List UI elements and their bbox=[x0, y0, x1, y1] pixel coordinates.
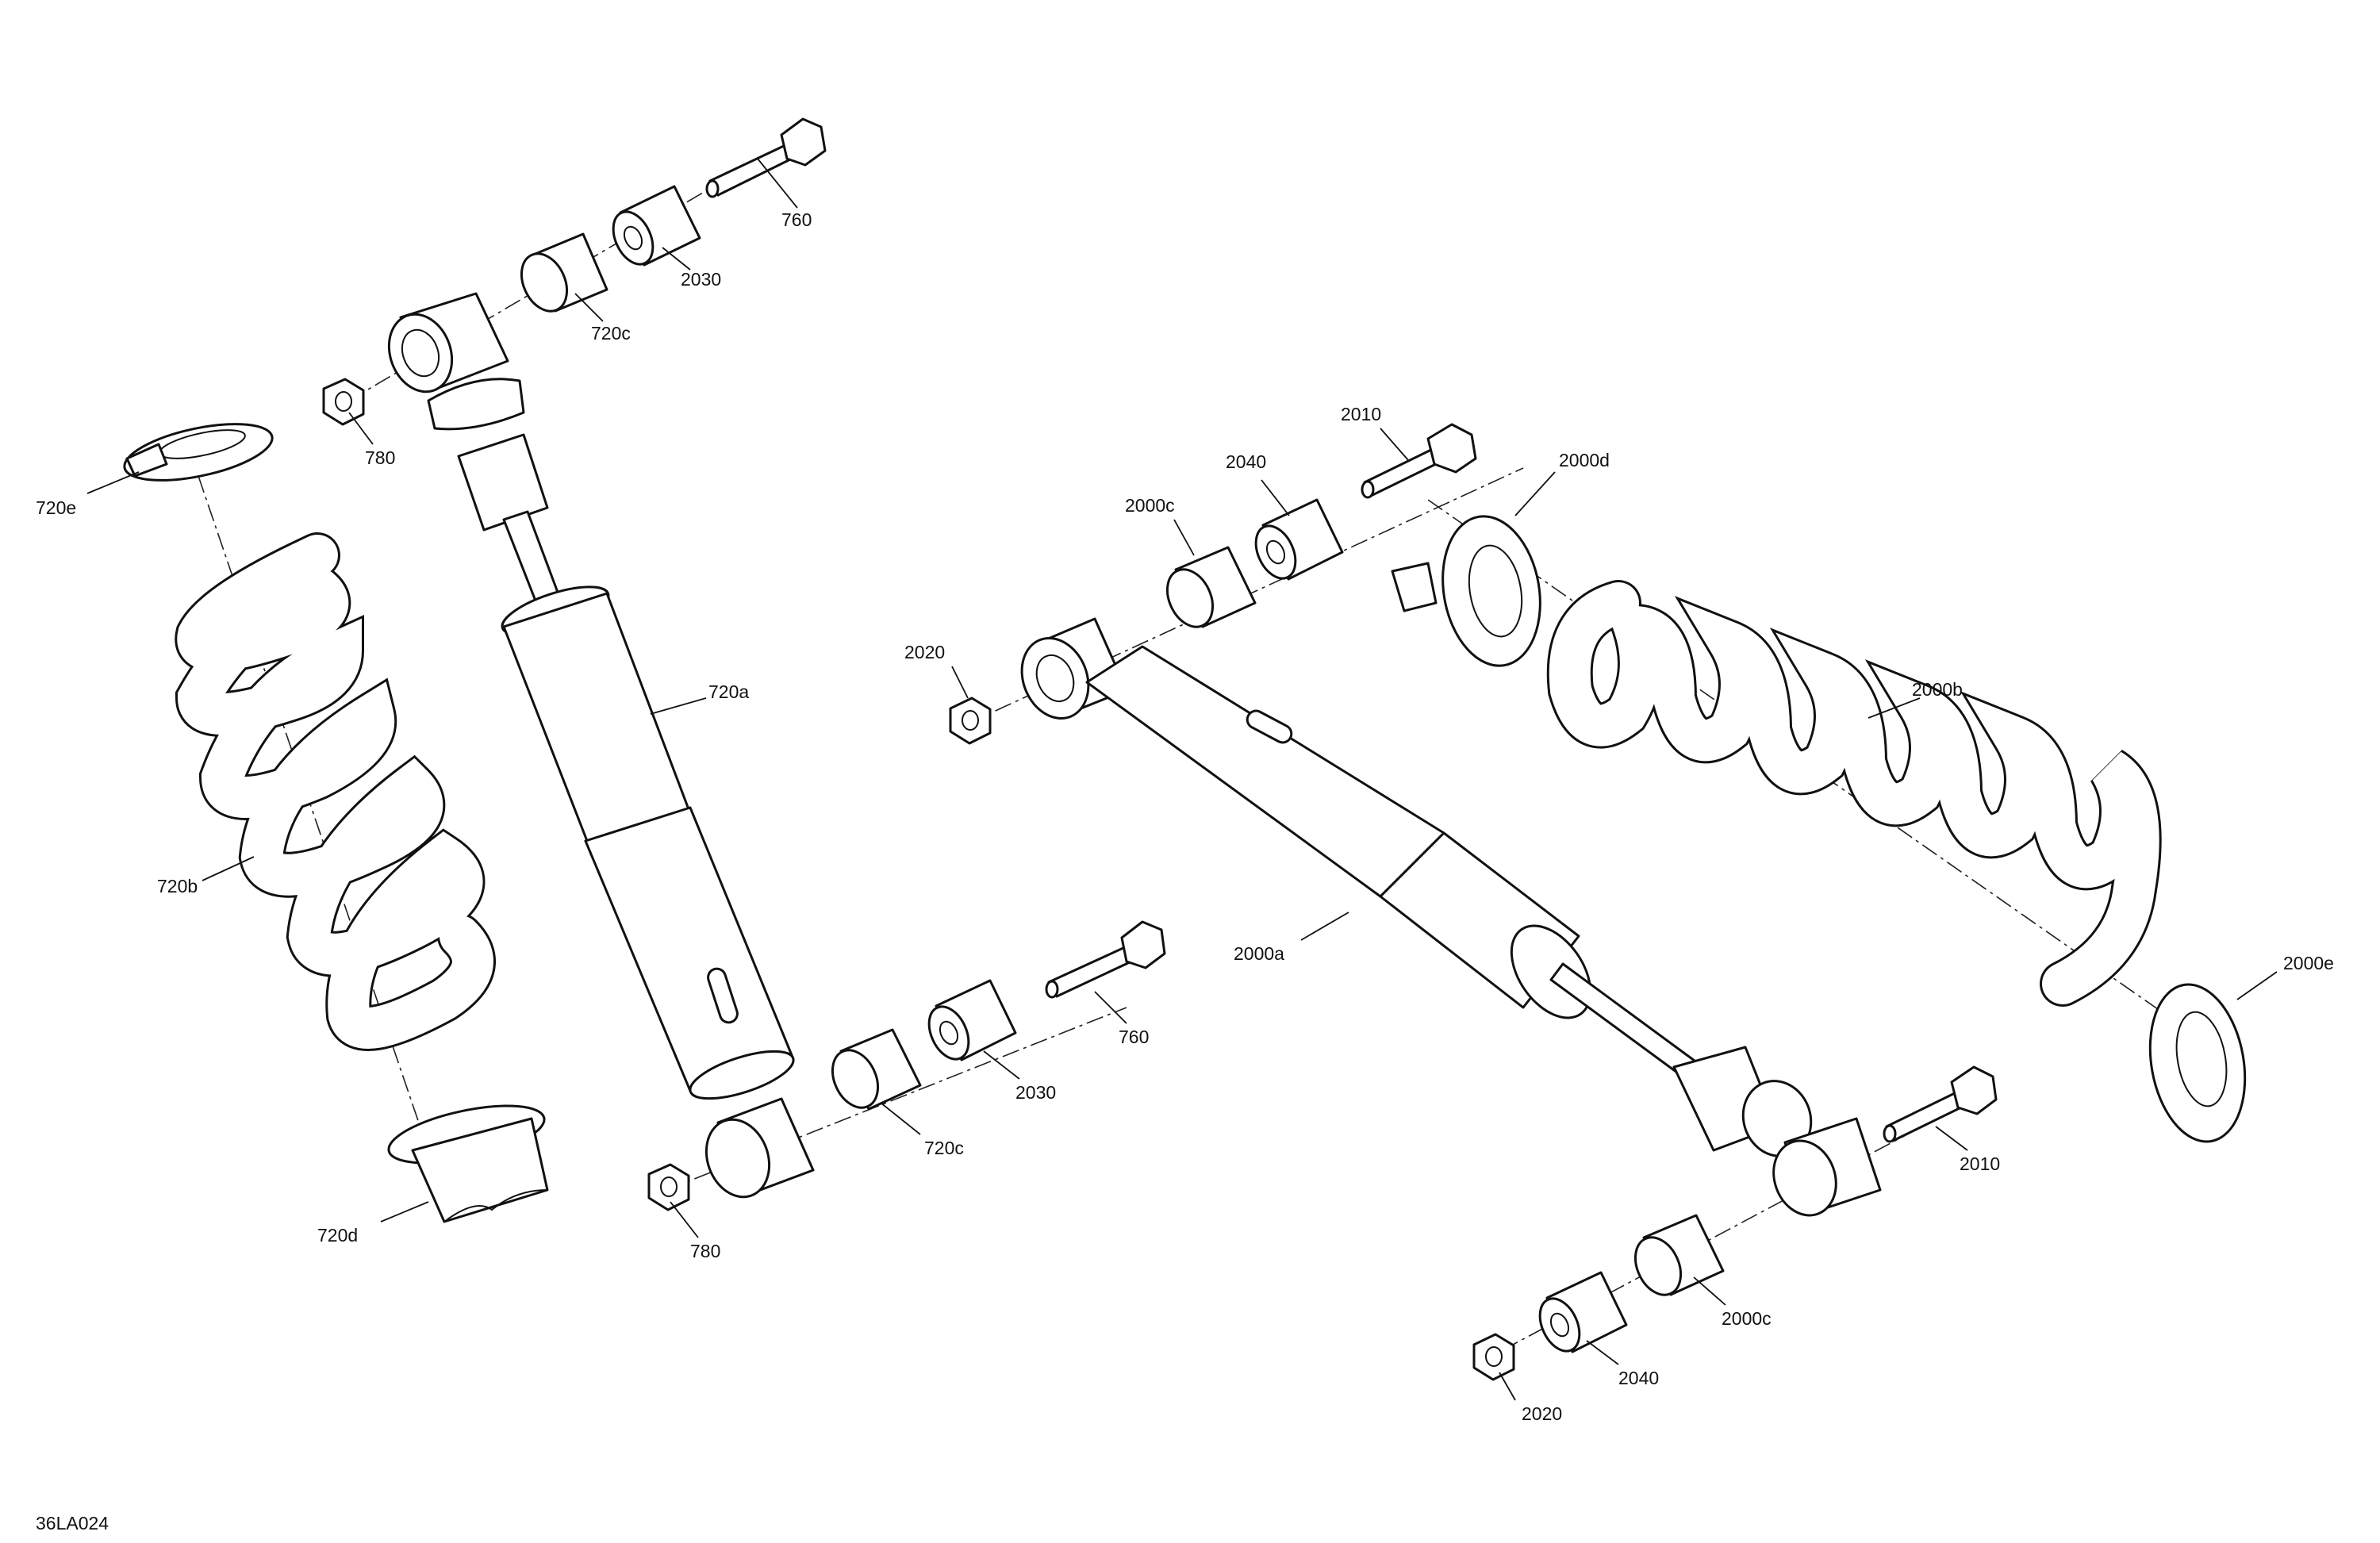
shock-body-720a bbox=[457, 433, 795, 1100]
label-720e: 720e bbox=[36, 497, 76, 518]
bolt-760-bottom bbox=[1045, 920, 1166, 999]
label-720c-bot: 720c bbox=[924, 1138, 964, 1158]
right-shock-assembly bbox=[949, 423, 2247, 1381]
label-720c-top: 720c bbox=[591, 323, 631, 344]
bolt-760-top bbox=[705, 117, 827, 198]
label-2000d: 2000d bbox=[1559, 450, 1610, 470]
spring-retainer-720e bbox=[123, 423, 274, 482]
label-2020-top: 2020 bbox=[904, 642, 945, 662]
shock-720a-bottom-eye bbox=[704, 1097, 815, 1199]
label-2030-bot: 2030 bbox=[1015, 1082, 1056, 1103]
nut-780-top bbox=[322, 378, 365, 426]
label-2000a: 2000a bbox=[1234, 943, 1284, 964]
leader-lines bbox=[86, 158, 2278, 1401]
label-2000b: 2000b bbox=[1912, 679, 1963, 700]
label-2040-top: 2040 bbox=[1226, 451, 1266, 472]
bushing-2030-top bbox=[612, 185, 701, 267]
bushing-720c-bottom bbox=[831, 1028, 922, 1111]
spring-2000b bbox=[1546, 580, 2162, 1007]
nut-2020-bottom bbox=[1472, 1333, 1515, 1381]
label-780-bot: 780 bbox=[690, 1241, 720, 1261]
bushing-2040-bottom bbox=[1538, 1271, 1628, 1353]
label-2020-bot: 2020 bbox=[1522, 1403, 1562, 1424]
label-2040-bot: 2040 bbox=[1618, 1368, 1659, 1388]
bushing-2000c-top bbox=[1165, 546, 1257, 628]
bolt-2010-bottom bbox=[1883, 1065, 1998, 1143]
spring-720b bbox=[175, 532, 496, 1051]
label-2030-top: 2030 bbox=[681, 269, 721, 290]
label-720a: 720a bbox=[708, 681, 749, 702]
shock-2000a-bottom-eye bbox=[1672, 1046, 1882, 1217]
bolt-2010-top bbox=[1361, 423, 1477, 499]
label-760-top: 760 bbox=[781, 209, 812, 230]
label-2010-bot: 2010 bbox=[1960, 1153, 2000, 1174]
label-760-bot: 760 bbox=[1119, 1027, 1149, 1047]
part-labels: 760 2030 720c 780 720e 720a 720b 720d 78… bbox=[36, 209, 2334, 1424]
label-720b: 720b bbox=[157, 876, 198, 896]
nut-780-bottom bbox=[647, 1163, 690, 1211]
label-2000c-bot: 2000c bbox=[1722, 1308, 1772, 1329]
shock-720a-top-eye bbox=[387, 292, 525, 431]
label-2000c-top: 2000c bbox=[1125, 495, 1175, 516]
label-720d: 720d bbox=[317, 1225, 358, 1246]
bushing-2030-bottom bbox=[927, 979, 1017, 1061]
bushing-720c-top bbox=[520, 232, 608, 313]
label-2000e: 2000e bbox=[2283, 953, 2334, 973]
label-2010-top: 2010 bbox=[1341, 404, 1381, 424]
bushing-2000c-bottom bbox=[1633, 1214, 1725, 1296]
label-780-top: 780 bbox=[365, 447, 395, 468]
spring-collar-720d bbox=[387, 1104, 549, 1223]
bushing-2040-top bbox=[1254, 498, 1344, 581]
left-shock-assembly bbox=[123, 117, 1166, 1223]
nut-2020-top bbox=[949, 697, 992, 745]
drawing-reference: 36LA024 bbox=[36, 1513, 109, 1533]
spring-retainer-2000e bbox=[2148, 983, 2247, 1143]
spring-collar-2000d bbox=[1391, 515, 1541, 667]
shock-body-2000a bbox=[1085, 645, 1699, 1080]
